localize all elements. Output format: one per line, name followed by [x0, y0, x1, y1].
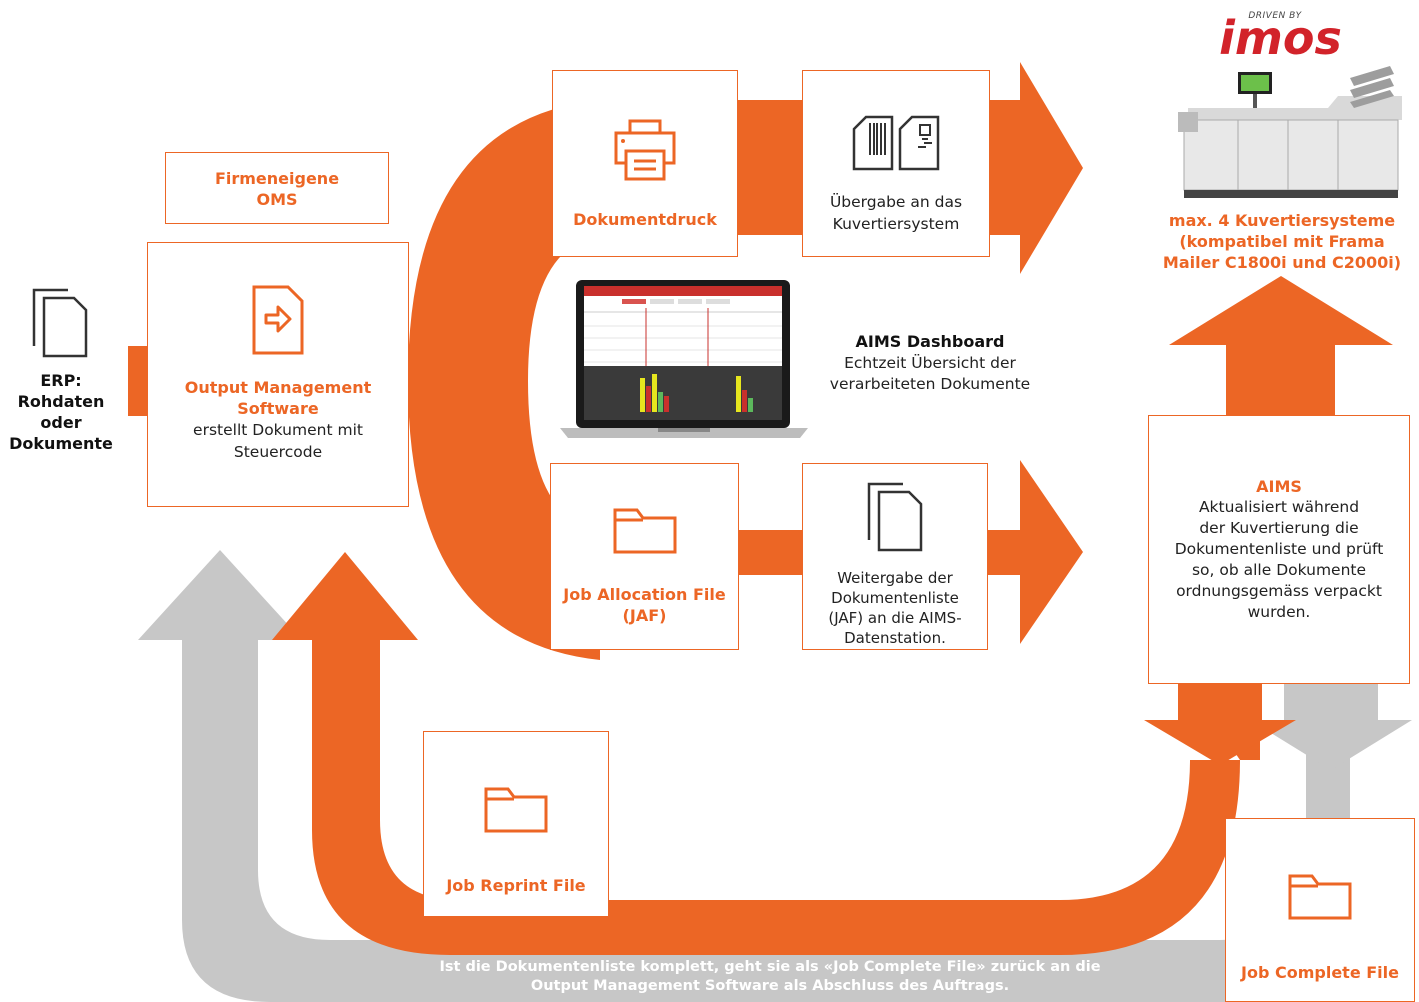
oms-label-box: Firmeneigene OMS	[165, 152, 389, 224]
print-title: Dokumentdruck	[573, 210, 717, 229]
oms-to-arc-connector	[405, 345, 435, 417]
oms-title: Output Management Software	[184, 378, 372, 418]
orange-arrowhead-down	[1144, 680, 1296, 765]
systems-label: max. 4 Kuvertiersysteme (kompatibel mit …	[1162, 211, 1402, 272]
laptop-dashboard-icon	[560, 278, 808, 450]
printer-icon	[614, 119, 676, 181]
job-reprint-banner: Fehlende oder fehlerhafte Dokumente send…	[634, 853, 1120, 888]
brand-prefix: DRIVEN BY	[1248, 11, 1302, 21]
jaf-transfer-box: Weitergabe der Dokumentenliste (JAF) an …	[802, 463, 988, 650]
documents-icon	[867, 482, 923, 552]
oms-text: erstellt Dokument mit Steuercode	[193, 421, 363, 461]
documents-icon	[30, 286, 90, 362]
handover-text: Übergabe an das Kuvertiersystem	[829, 193, 963, 233]
aims-box: AIMS Aktualisiert während der Kuvertieru…	[1148, 415, 1410, 684]
barcode-documents-icon	[852, 115, 940, 171]
job-complete-banner: Ist die Dokumentenliste komplett, geht s…	[439, 959, 1101, 994]
folder-icon	[1288, 874, 1352, 920]
folder-icon	[484, 787, 548, 833]
document-export-icon	[252, 285, 304, 355]
job-complete-title: Job Complete File	[1241, 963, 1399, 982]
jaf-title: Job Allocation File (JAF)	[563, 585, 726, 625]
job-reprint-title: Job Reprint File	[446, 876, 586, 895]
folder-icon	[613, 508, 676, 554]
grey-arrowhead	[1250, 680, 1412, 770]
jaf-transfer-text: Weitergabe der Dokumentenliste (JAF) an …	[828, 569, 962, 647]
print-box: Dokumentdruck	[552, 70, 738, 257]
job-complete-box: Job Complete File	[1225, 818, 1415, 1002]
job-reprint-return-arrow	[272, 552, 1260, 955]
brand-logo: imos	[1219, 11, 1342, 65]
oms-label-title: Firmeneigene OMS	[214, 169, 340, 209]
job-reprint-box: Job Reprint File	[423, 731, 609, 917]
oms-box: Output Management Software erstellt Doku…	[147, 242, 409, 507]
jaf-box: Job Allocation File (JAF)	[550, 463, 739, 650]
dashboard-title: AIMS Dashboard	[855, 332, 1005, 351]
inserter-machine-icon	[1178, 66, 1402, 210]
handover-box: Übergabe an das Kuvertiersystem	[802, 70, 990, 257]
aims-text: Aktualisiert während der Kuvertierung di…	[1174, 498, 1384, 621]
dashboard-text: Echtzeit Übersicht der verarbeiteten Dok…	[829, 354, 1031, 393]
aims-title: AIMS	[1256, 477, 1302, 496]
aims-to-systems-arrow	[1169, 276, 1393, 415]
erp-label: ERP: Rohdaten oder Dokumente	[9, 371, 113, 453]
